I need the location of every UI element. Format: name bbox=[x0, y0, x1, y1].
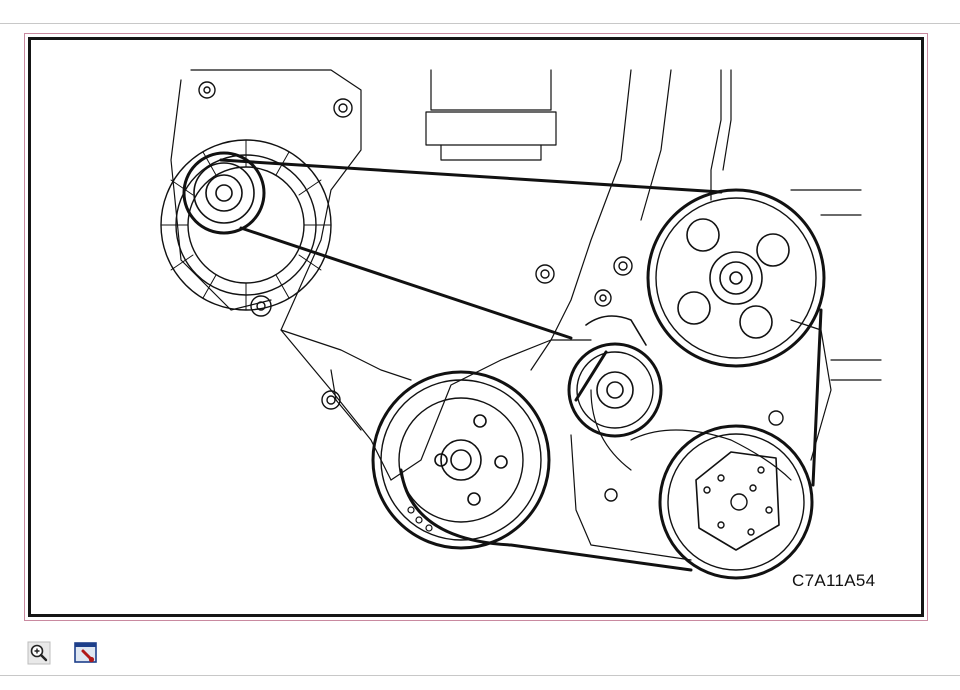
top-divider bbox=[0, 23, 960, 24]
ac-compressor-pulley bbox=[658, 424, 814, 580]
belt-routing-diagram bbox=[160, 69, 882, 580]
bottom-divider bbox=[0, 675, 960, 676]
crankshaft-pulley bbox=[371, 370, 551, 550]
power-steering-pulley bbox=[646, 188, 826, 368]
tensioner-pulley bbox=[567, 315, 663, 438]
alternator-pulley bbox=[182, 151, 266, 235]
figure-frame: C7A11A54 bbox=[28, 37, 924, 617]
engine-block-outline bbox=[170, 69, 882, 561]
alternator bbox=[160, 139, 332, 311]
mounting-bolts bbox=[198, 81, 784, 502]
zoom-in-icon[interactable] bbox=[27, 641, 51, 665]
figure-label: C7A11A54 bbox=[792, 571, 876, 590]
open-in-window-icon[interactable] bbox=[74, 641, 98, 665]
